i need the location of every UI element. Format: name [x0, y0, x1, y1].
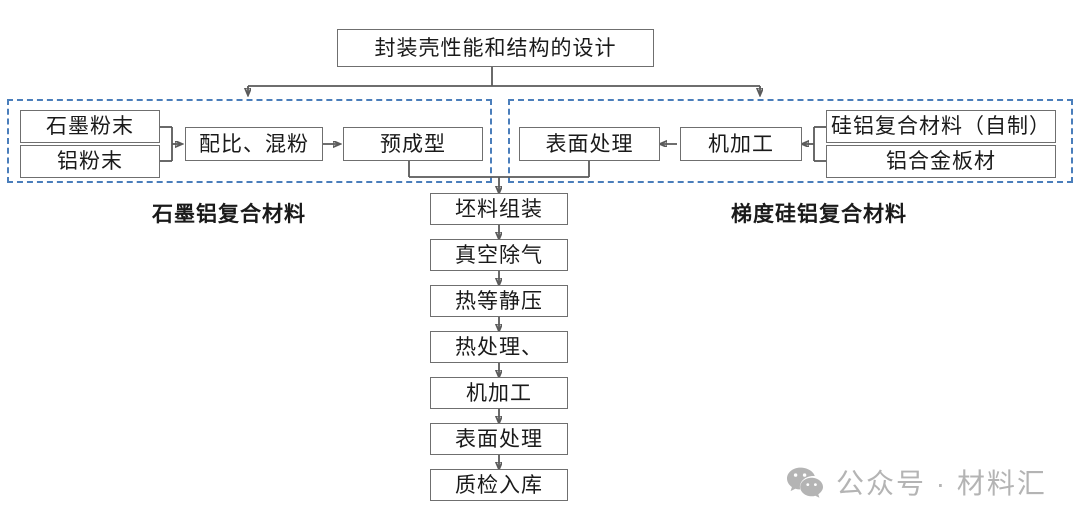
box-self-made-si-al-composite[interactable]: 硅铝复合材料（自制）: [826, 110, 1056, 143]
box-aluminum-alloy-plate[interactable]: 铝合金板材: [826, 145, 1056, 178]
box-graphite-powder[interactable]: 石墨粉末: [20, 110, 160, 143]
box-heat-treatment[interactable]: 热处理、: [430, 331, 568, 363]
watermark: 公众号 · 材料汇: [786, 462, 1047, 502]
region-graphite-aluminum: [7, 99, 492, 183]
caption-gradient-si-al-composite: 梯度硅铝复合材料: [731, 202, 907, 226]
box-preforming[interactable]: 预成型: [343, 127, 483, 161]
box-surface-treatment-right[interactable]: 表面处理: [519, 127, 660, 161]
caption-graphite-aluminum-composite: 石墨铝复合材料: [152, 202, 306, 226]
box-aluminum-powder[interactable]: 铝粉末: [20, 145, 160, 178]
box-title-design[interactable]: 封装壳性能和结构的设计: [337, 29, 654, 67]
wechat-icon: [786, 466, 824, 498]
region-gradient-silicon-aluminum: [508, 99, 1073, 183]
box-quality-inspection-storage[interactable]: 质检入库: [430, 469, 568, 501]
box-machining-right[interactable]: 机加工: [680, 127, 802, 161]
watermark-text: 公众号 · 材料汇: [836, 468, 1047, 499]
box-billet-assembly[interactable]: 坯料组装: [430, 193, 568, 225]
box-hot-isostatic-pressing[interactable]: 热等静压: [430, 285, 568, 317]
box-vacuum-degassing[interactable]: 真空除气: [430, 239, 568, 271]
box-surface-treatment-main[interactable]: 表面处理: [430, 423, 568, 455]
box-mixing-ratio[interactable]: 配比、混粉: [185, 127, 323, 161]
box-machining-main[interactable]: 机加工: [430, 377, 568, 409]
